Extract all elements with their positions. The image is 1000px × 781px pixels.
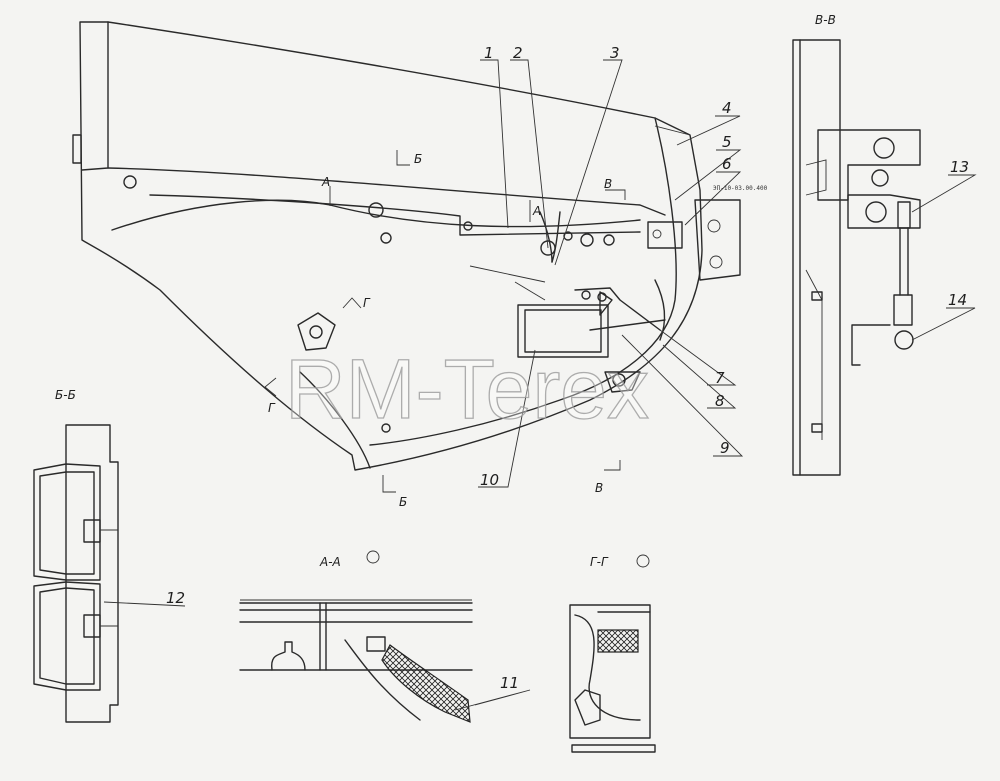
callout-4: 4 [722, 99, 732, 117]
section-vv-view: В-В [792, 13, 921, 476]
cut-mark-g-top: Г [363, 296, 371, 310]
callout-12: 12 [166, 589, 185, 607]
section-aa-view: А-А [239, 550, 473, 723]
callout-11: 11 [500, 674, 519, 692]
cut-mark-b-top: Б [414, 152, 422, 166]
section-aa-title: А-А [319, 555, 341, 569]
callout-2: 2 [513, 44, 523, 62]
cut-mark-v-bottom: В [595, 481, 603, 495]
section-gg-view: Г-Г [569, 554, 656, 753]
callout-6: 6 [722, 155, 732, 173]
callout-10: 10 [480, 471, 499, 489]
callout-5: 5 [722, 133, 732, 151]
cut-mark-a-right: А [532, 204, 541, 218]
section-bb-view: Б-Б [33, 388, 119, 723]
callout-9: 9 [720, 439, 730, 457]
callout-7: 7 [715, 369, 725, 387]
callout-1: 1 [484, 44, 494, 62]
door-main-view [72, 21, 741, 471]
section-bb-title: Б-Б [55, 388, 76, 402]
callout-3: 3 [610, 44, 620, 62]
section-vv-title: В-В [815, 13, 836, 27]
callout-labels: 1 2 3 4 5 6 7 8 9 10 11 12 13 14 [166, 44, 969, 692]
cut-mark-v-top: В [604, 177, 612, 191]
callout-14: 14 [948, 291, 967, 309]
watermark-text: RM-Terex [285, 342, 649, 436]
section-gg-title: Г-Г [590, 555, 609, 569]
cut-mark-b-bottom: Б [399, 495, 407, 509]
cut-mark-g-left: Г [268, 401, 276, 415]
callout-13: 13 [950, 158, 969, 176]
section-markers: Б Б В В А А Г Г [264, 150, 626, 509]
leader-lines [103, 59, 977, 711]
drawing-note: ЭП-10-03.00.400 [713, 185, 768, 192]
callout-8: 8 [715, 392, 725, 410]
cut-mark-a-left: А [321, 175, 330, 189]
